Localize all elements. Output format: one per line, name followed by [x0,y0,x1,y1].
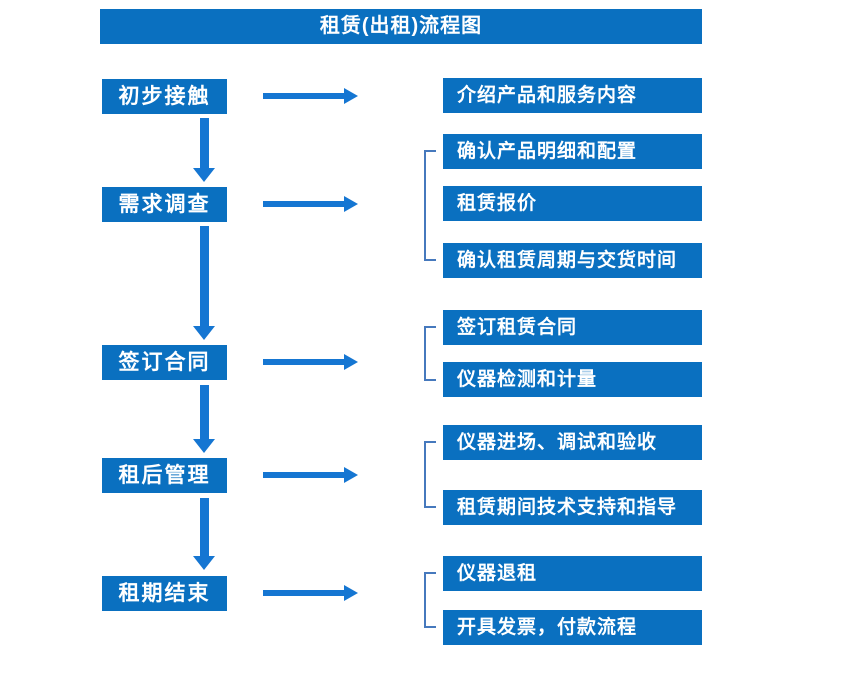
right-arrow-head-icon [344,467,358,483]
right-arrow-head-icon [344,585,358,601]
detail-box-sign-rental-contract: 签订租赁合同 [443,310,702,345]
down-arrow-head-icon [193,326,215,340]
detail-box-rental-quote: 租赁报价 [443,186,702,221]
down-arrow-icon [200,226,209,326]
down-arrow-head-icon [193,439,215,453]
detail-box-instrument-testing: 仪器检测和计量 [443,362,702,397]
right-arrow-icon [263,590,344,596]
detail-box-confirm-product-config: 确认产品明细和配置 [443,134,702,169]
right-arrow-icon [263,93,344,99]
detail-box-instrument-return: 仪器退租 [443,556,702,591]
step-box-initial-contact: 初步接触 [102,79,227,114]
right-arrow-head-icon [344,196,358,212]
down-arrow-head-icon [193,556,215,570]
group-bracket [424,572,436,628]
group-bracket [424,326,436,381]
down-arrow-icon [200,498,209,556]
detail-box-instrument-arrival: 仪器进场、调试和验收 [443,425,702,460]
step-box-rental-end: 租期结束 [102,576,227,611]
flowchart-title: 租赁(出租)流程图 [100,9,702,44]
step-box-demand-survey: 需求调查 [102,187,227,222]
down-arrow-head-icon [193,168,215,182]
detail-box-introduce-products: 介绍产品和服务内容 [443,78,702,113]
down-arrow-icon [200,118,209,168]
right-arrow-icon [263,201,344,207]
right-arrow-head-icon [344,88,358,104]
right-arrow-head-icon [344,354,358,370]
right-arrow-icon [263,359,344,365]
detail-box-confirm-period-delivery: 确认租赁周期与交货时间 [443,243,702,278]
step-box-post-rental: 租后管理 [102,458,227,493]
detail-box-technical-support: 租赁期间技术支持和指导 [443,490,702,525]
step-box-sign-contract: 签订合同 [102,345,227,380]
right-arrow-icon [263,472,344,478]
down-arrow-icon [200,385,209,439]
group-bracket [424,441,436,508]
detail-box-invoice-payment: 开具发票，付款流程 [443,610,702,645]
group-bracket [424,150,436,261]
